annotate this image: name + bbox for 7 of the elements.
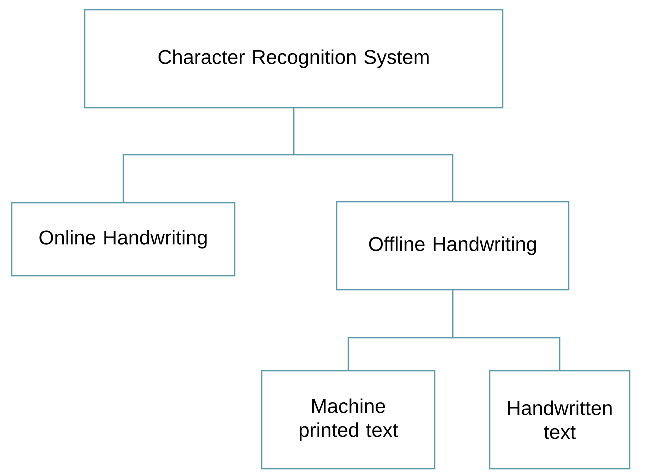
process-box: Offline Handwriting	[336, 201, 570, 291]
process-box: Character Recognition System	[84, 9, 504, 109]
process-box: Handwritten text	[489, 370, 631, 470]
process-box: Machine printed text	[261, 370, 436, 470]
connector	[452, 290, 561, 370]
connector	[293, 108, 454, 202]
process-box: Online Handwriting	[11, 202, 236, 277]
